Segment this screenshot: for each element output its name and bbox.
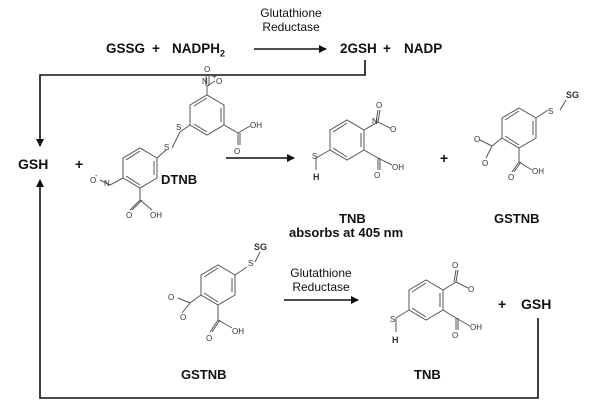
- tnb-absorbance-note: absorbs at 405 nm: [289, 225, 404, 240]
- atom-label: S: [164, 143, 169, 152]
- atom-label: H: [392, 335, 399, 345]
- atom-label: OH: [150, 211, 162, 220]
- atom-label: OH: [392, 163, 404, 172]
- atom-label: O: [216, 77, 222, 86]
- atom-label: O: [452, 331, 458, 340]
- atom-label: S: [176, 123, 181, 132]
- atom-label: SG: [254, 242, 267, 252]
- enzyme-label-bottom: Glutathione Reductase: [280, 266, 362, 294]
- atom-label: O: [126, 211, 132, 220]
- nadph-subscript: 2: [220, 48, 226, 59]
- dtnb-upper-ring: [189, 94, 225, 136]
- atom-label: O: [206, 334, 212, 343]
- gsh-label-left: GSH: [18, 156, 49, 172]
- atom-label: N: [372, 117, 378, 126]
- atom-label: O: [180, 313, 186, 322]
- nadph2-label: NADPH2: [172, 41, 225, 59]
- atom-label: O: [204, 65, 210, 74]
- recycle-line-top: [36, 60, 366, 147]
- atom-label: O: [376, 101, 382, 110]
- plus-sign: +: [152, 41, 160, 56]
- enzyme-line-2: Reductase: [292, 280, 350, 294]
- tnb-middle-ring: [329, 119, 365, 161]
- gstnb-bottom-ring: [200, 264, 236, 306]
- atom-label: OH: [532, 167, 544, 176]
- atom-label: S: [248, 259, 253, 268]
- atom-label: OH: [232, 327, 244, 336]
- enzyme-line-1: Glutathione: [260, 6, 322, 20]
- atom-label: S: [548, 107, 553, 116]
- 2gsh-label: 2GSH: [340, 41, 377, 56]
- dtnb-label: DTNB: [161, 172, 198, 187]
- gstnb-middle-ring: [501, 107, 537, 149]
- atom-label: O: [508, 173, 514, 182]
- tnb-bottom-ring: [408, 279, 444, 321]
- recycle-line-bottom: [36, 179, 539, 399]
- atom-label: O: [468, 285, 474, 294]
- atom-label: O: [482, 159, 488, 168]
- atom-label: O: [374, 171, 380, 180]
- enzyme-line-1: Glutathione: [290, 266, 352, 280]
- atom-label: SG: [566, 90, 579, 100]
- plus-sign: +: [75, 156, 84, 172]
- dtnb-lower-ring: [122, 147, 158, 189]
- gsh-label-right: GSH: [521, 296, 552, 312]
- plus-sign: +: [498, 296, 507, 312]
- atom-label: S: [312, 152, 317, 161]
- enzyme-line-2: Reductase: [262, 20, 320, 34]
- enzyme-label-top: Glutathione Reductase: [252, 6, 330, 34]
- atom-label: O: [90, 176, 96, 185]
- gstnb-label-middle: GSTNB: [494, 211, 540, 226]
- atom-label: H: [313, 172, 320, 182]
- atom-label: O: [452, 261, 458, 270]
- gssg-label: GSSG: [106, 41, 146, 56]
- atom-label: OH: [470, 323, 482, 332]
- atom-label: -: [95, 171, 98, 180]
- gstnb-label-bottom: GSTNB: [181, 367, 227, 382]
- atom-label: O: [234, 147, 240, 156]
- tnb-label-bottom: TNB: [414, 367, 441, 382]
- atom-label: O: [474, 135, 480, 144]
- atom-label: N: [202, 77, 208, 86]
- plus-sign: +: [440, 150, 449, 166]
- atom-label: N: [104, 179, 110, 188]
- atom-label: OH: [250, 121, 262, 130]
- tnb-label-middle: TNB: [339, 211, 366, 226]
- plus-sign: +: [383, 41, 391, 56]
- atom-label: S: [390, 315, 395, 324]
- atom-label: O: [168, 293, 174, 302]
- nadph-text: NADPH: [172, 41, 221, 56]
- atom-label: O: [390, 125, 396, 134]
- atom-label: +: [212, 72, 217, 81]
- nadp-label: NADP: [404, 41, 443, 56]
